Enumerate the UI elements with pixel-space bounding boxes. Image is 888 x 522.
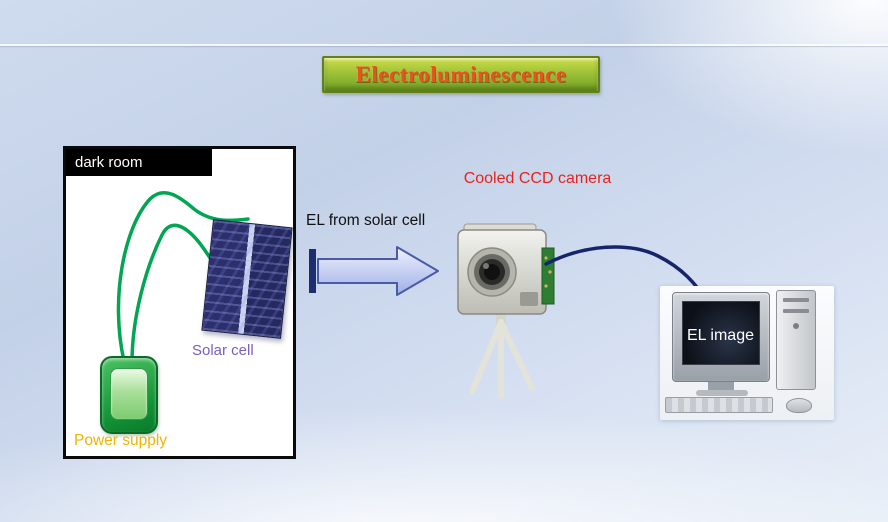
tower-drive-slot (783, 298, 809, 302)
monitor-stand-base (696, 390, 748, 396)
power-supply-screen (110, 368, 148, 420)
dark-room-box: Solar cell Power supply dark room (63, 146, 296, 459)
title-banner: Electroluminescence (322, 56, 600, 93)
el-from-solar-cell-label: EL from solar cell (306, 212, 426, 229)
ccd-camera-image (457, 223, 555, 399)
solar-cell-image (201, 219, 293, 339)
mouse (786, 398, 812, 413)
dark-room-header: dark room (66, 149, 212, 176)
solar-cell-label: Solar cell (192, 342, 254, 359)
power-supply-label: Power supply (74, 432, 168, 449)
power-supply-image (100, 356, 158, 434)
monitor-stand (708, 382, 734, 391)
tower-drive-slot (783, 309, 809, 313)
top-divider-line (0, 44, 888, 46)
block-arrow (309, 246, 439, 296)
keyboard (665, 397, 773, 413)
el-image-label: EL image (687, 327, 754, 344)
monitor: EL image (672, 292, 770, 382)
tower-power-button (793, 323, 799, 329)
camera-cable-line (544, 245, 708, 302)
computer-tower (776, 290, 816, 390)
slide-title: Electroluminescence (355, 61, 567, 87)
cooled-ccd-camera-label: Cooled CCD camera (463, 170, 612, 187)
monitor-screen: EL image (682, 301, 760, 365)
dark-room-label: dark room (75, 154, 143, 171)
computer-image: EL image (660, 286, 834, 420)
